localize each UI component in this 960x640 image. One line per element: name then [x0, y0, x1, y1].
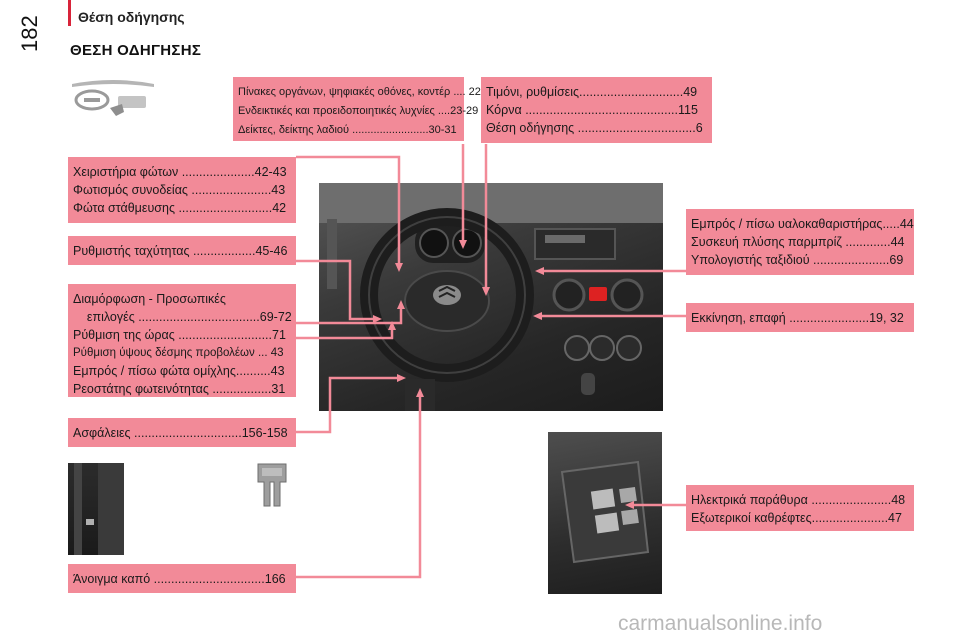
index-entry: Εκκίνηση, επαφή .......................1… [691, 311, 904, 325]
bonnet-release-photo [68, 463, 124, 555]
index-entry: Ρύθμιση της ώρας .......................… [73, 328, 286, 342]
index-entry: Συσκευή πλύσης παρμπρίζ .............44 [691, 235, 905, 249]
steering-box: Τιμόνι, ρυθμίσεις.......................… [481, 77, 712, 143]
index-entry: Ενδεικτικές και προειδοποιητικές λυχνίες… [238, 105, 479, 117]
config-box: Διαμόρφωση - Προσωπικές επιλογές .......… [68, 284, 296, 397]
window-switch-photo [548, 432, 662, 594]
index-entry: Εμπρός / πίσω φώτα ομίχλης..........43 [73, 364, 285, 378]
index-entry: Κόρνα ..................................… [486, 103, 698, 117]
index-entry: Φωτισμός συνοδείας .....................… [73, 183, 286, 197]
index-entry: επιλογές ...............................… [73, 310, 292, 324]
ignition-box: Εκκίνηση, επαφή .......................1… [686, 303, 914, 332]
displays-box: Πίνακες οργάνων, ψηφιακές οθόνες, κοντέρ… [233, 77, 481, 141]
page-title: ΘΕΣΗ ΟΔΗΓΗΣΗΣ [70, 42, 202, 59]
windows-box: Ηλεκτρικά παράθυρα .....................… [686, 485, 914, 531]
dashboard-photo [319, 183, 663, 411]
fuses-box: Ασφάλειες ..............................… [68, 418, 296, 447]
index-entry: Υπολογιστής ταξιδιού ...................… [691, 253, 904, 267]
index-entry: Εμπρός / πίσω υαλοκαθαριστήρας.....44 [691, 217, 914, 231]
index-entry: Άνοιγμα καπό ...........................… [73, 572, 286, 586]
index-entry: Ηλεκτρικά παράθυρα .....................… [691, 493, 906, 507]
index-entry: Εξωτερικοί καθρέφτες....................… [691, 511, 902, 525]
section-marker [68, 0, 71, 26]
cruise-box: Ρυθμιστής ταχύτητας ..................45… [68, 236, 296, 265]
watermark: carmanualsonline.info [618, 612, 823, 635]
index-entry: Τιμόνι, ρυθμίσεις.......................… [486, 85, 698, 99]
index-entry: Χειριστήρια φώτων .....................4… [73, 165, 287, 179]
section-header: Θέση οδήγησης [78, 9, 185, 25]
lights-box: Χειριστήρια φώτων .....................4… [68, 157, 296, 223]
index-entry: Ρεοστάτης φωτεινότητας .................… [73, 382, 286, 396]
car-interior-icon [72, 80, 154, 116]
index-entry: Ρυθμιστής ταχύτητας ..................45… [73, 244, 288, 258]
wipers-box: Εμπρός / πίσω υαλοκαθαριστήρας.....44 Συ… [686, 209, 914, 275]
page-number: 182 [17, 15, 42, 52]
index-entry: Θέση οδήγησης ..........................… [486, 121, 703, 135]
index-entry: Φώτα στάθμευσης ........................… [73, 201, 287, 215]
fuse-icon [257, 463, 287, 507]
index-entry: Πίνακες οργάνων, ψηφιακές οθόνες, κοντέρ… [238, 86, 481, 98]
bonnet-box: Άνοιγμα καπό ...........................… [68, 564, 296, 593]
index-entry: Διαμόρφωση - Προσωπικές [73, 292, 226, 306]
index-entry: Δείκτες, δείκτης λαδιού ................… [238, 124, 457, 136]
index-entry: Ασφάλειες ..............................… [73, 426, 288, 440]
index-entry: Ρύθμιση ύψους δέσμης προβολέων ... 43 [73, 347, 284, 359]
